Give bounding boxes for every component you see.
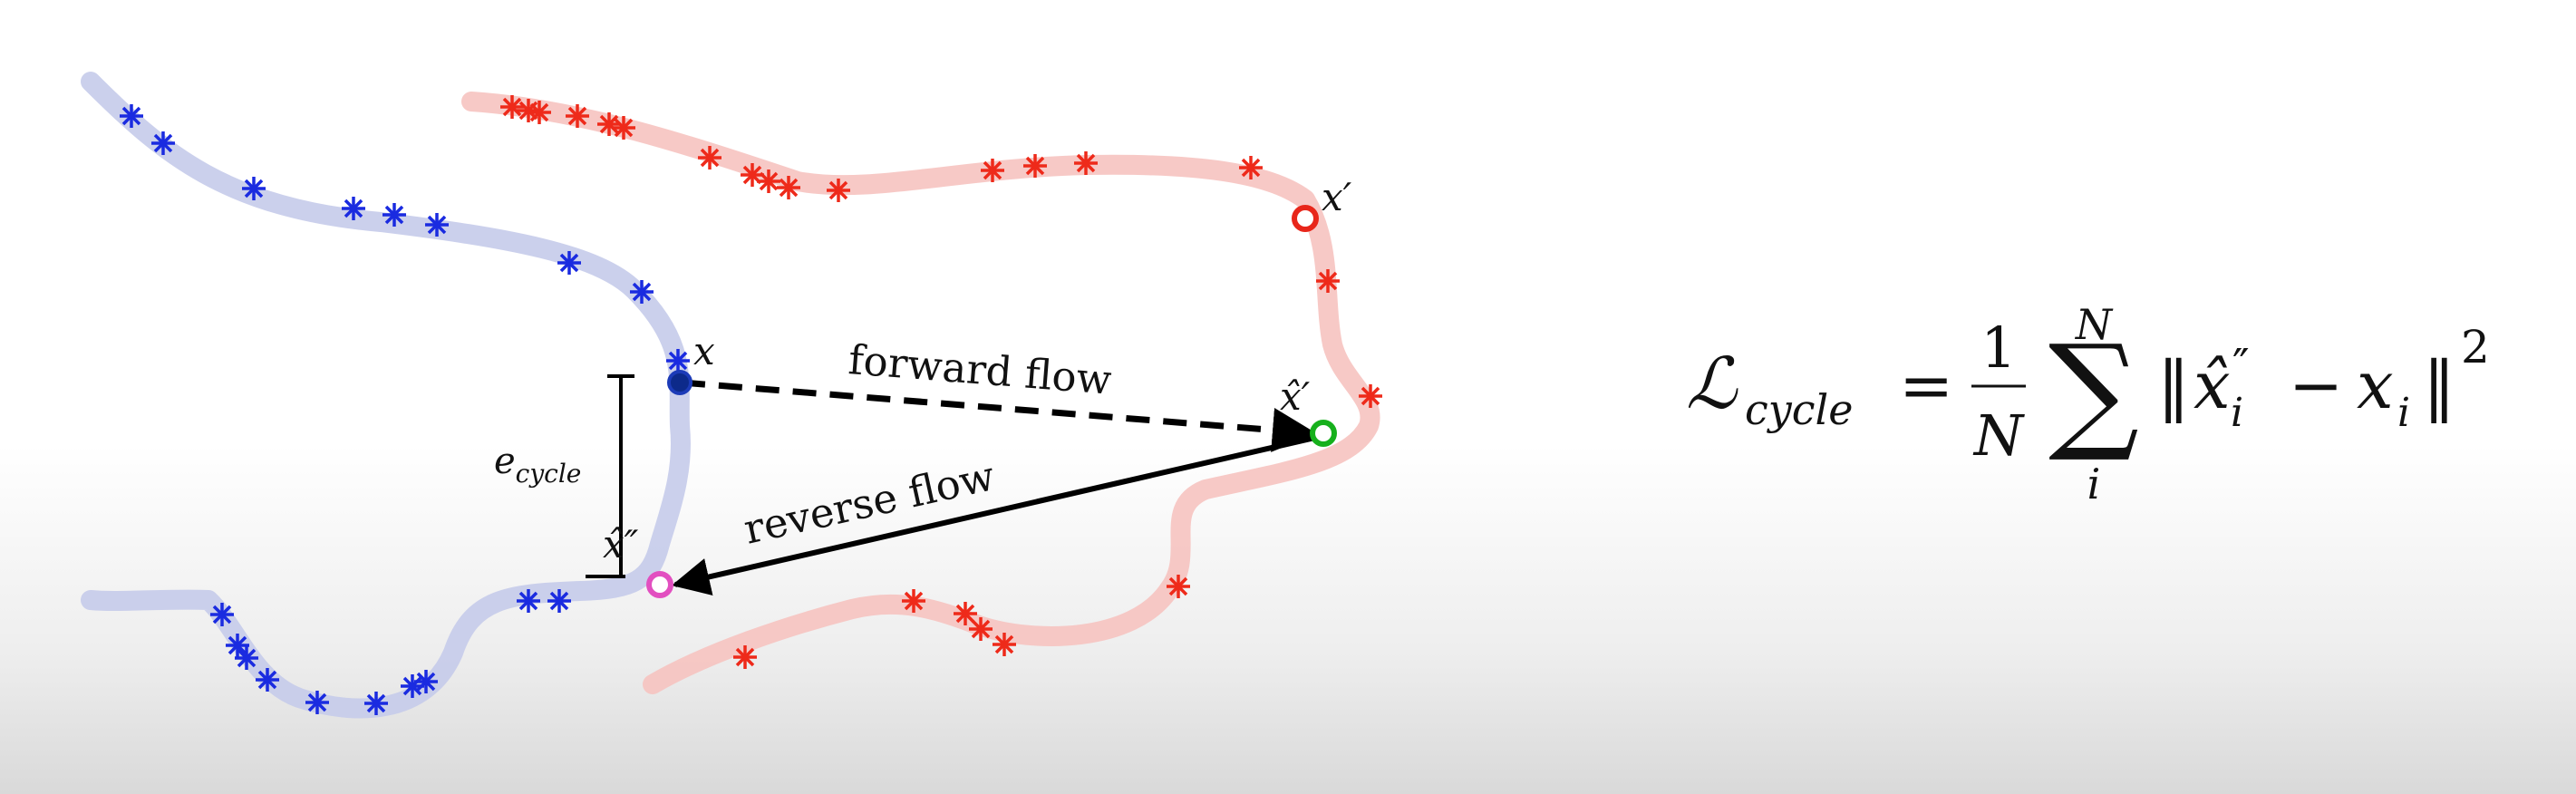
loss-subscript: cycle — [1745, 385, 1853, 434]
x-i-subscript: i — [2397, 390, 2410, 436]
label-forward-flow: forward flow — [847, 335, 1113, 404]
reverse-flow-arrow — [671, 434, 1320, 596]
norm-close: ‖ — [2423, 347, 2455, 423]
forward-flow-arrow — [681, 379, 1317, 452]
sum-lower-limit: i — [2087, 460, 2101, 508]
blue-trajectory — [81, 72, 691, 719]
sum-upper-limit: N — [2075, 300, 2114, 349]
exponent: 2 — [2461, 321, 2490, 373]
equals-sign: = — [1899, 347, 1953, 423]
point-x-hat-double-prime — [646, 571, 673, 598]
minus-sign: − — [2289, 347, 2343, 423]
blue-markers — [118, 102, 692, 717]
x-hat-i: x̂ — [2193, 347, 2231, 423]
norm-open: ‖ — [2157, 347, 2190, 423]
loss-symbol: ℒ — [1686, 344, 1738, 425]
e-cycle-bracket — [586, 374, 634, 578]
point-x — [667, 370, 692, 395]
label-x: x — [693, 329, 715, 373]
x-i: x — [2357, 347, 2394, 423]
point-x-hat-prime — [1310, 420, 1337, 447]
x-hat-i-subscript: i — [2231, 390, 2243, 436]
cycle-loss-formula: ℒ cycle = 1 N N ∑ i ‖ x̂ ″ i − x i ‖ 2 — [1686, 300, 2490, 508]
red-trajectory — [461, 92, 1380, 694]
fraction-numerator: 1 — [1980, 315, 2016, 381]
x-hat-i-prime: ″ — [2232, 339, 2250, 392]
sum-symbol: ∑ — [2048, 318, 2139, 466]
label-e-cycle: ecycle — [494, 441, 581, 489]
fraction-denominator: N — [1972, 402, 2026, 469]
label-x-hat-prime: x̂′ — [1280, 374, 1311, 419]
point-x-prime — [1292, 205, 1319, 232]
label-x-hat-double-prime: x̂″ — [603, 522, 639, 566]
label-x-prime: x′ — [1322, 175, 1352, 219]
